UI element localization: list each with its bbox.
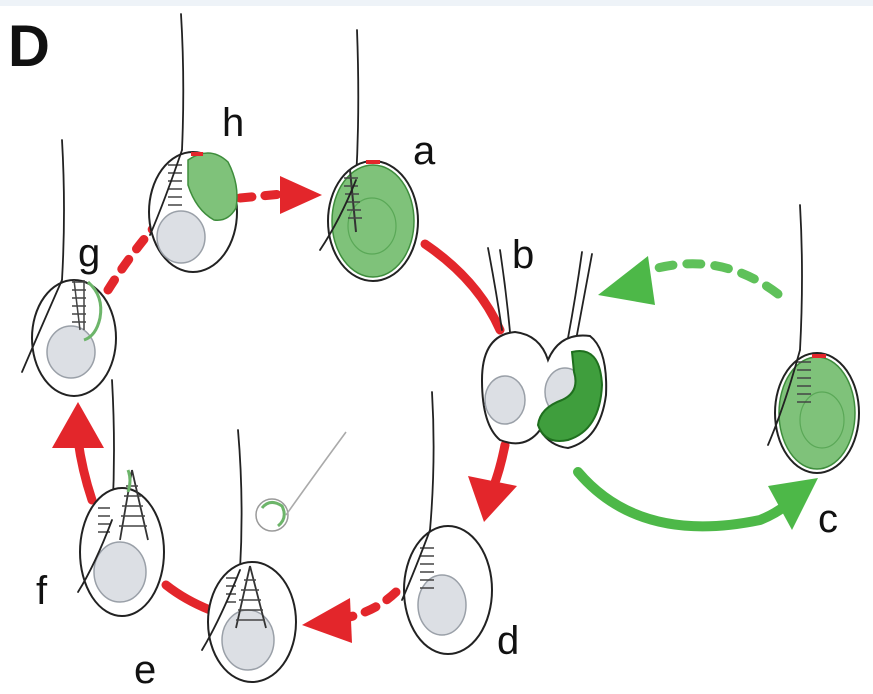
arrow-head-h-to-a	[280, 176, 322, 214]
arrow-h-to-a	[235, 189, 287, 203]
arrow-f-to-g	[73, 435, 97, 505]
cell-h	[148, 13, 238, 273]
arrow-d-to-e	[340, 587, 401, 623]
cell-g	[21, 139, 117, 397]
label-h: h	[222, 101, 244, 145]
label-c: c	[818, 497, 838, 541]
label-e: e	[134, 648, 156, 692]
arrow-c-to-b	[645, 259, 783, 299]
label-d: d	[497, 619, 519, 663]
panel-letter: D	[8, 14, 50, 79]
top-border	[0, 0, 873, 6]
arrow-b-to-c	[573, 467, 805, 532]
label-f: f	[36, 569, 48, 613]
arrow-head-b-to-c	[768, 478, 818, 530]
arrow-head-b-to-d	[468, 476, 517, 522]
label-g: g	[78, 231, 100, 275]
cell-d	[401, 391, 493, 655]
arrow-head-f-to-g	[52, 402, 104, 448]
arrow-a-to-b	[420, 239, 505, 335]
cell-c	[767, 204, 860, 474]
label-a: a	[413, 129, 436, 173]
arrow-head-d-to-e	[302, 598, 352, 643]
cell-f	[77, 379, 165, 617]
cell-e	[201, 429, 347, 683]
arrow-head-c-to-b	[598, 256, 655, 305]
arrow-g-to-h	[103, 220, 161, 295]
cell-b	[480, 247, 608, 450]
cell-a	[319, 29, 419, 282]
label-b: b	[512, 233, 534, 277]
arrow-e-to-f	[161, 580, 215, 615]
